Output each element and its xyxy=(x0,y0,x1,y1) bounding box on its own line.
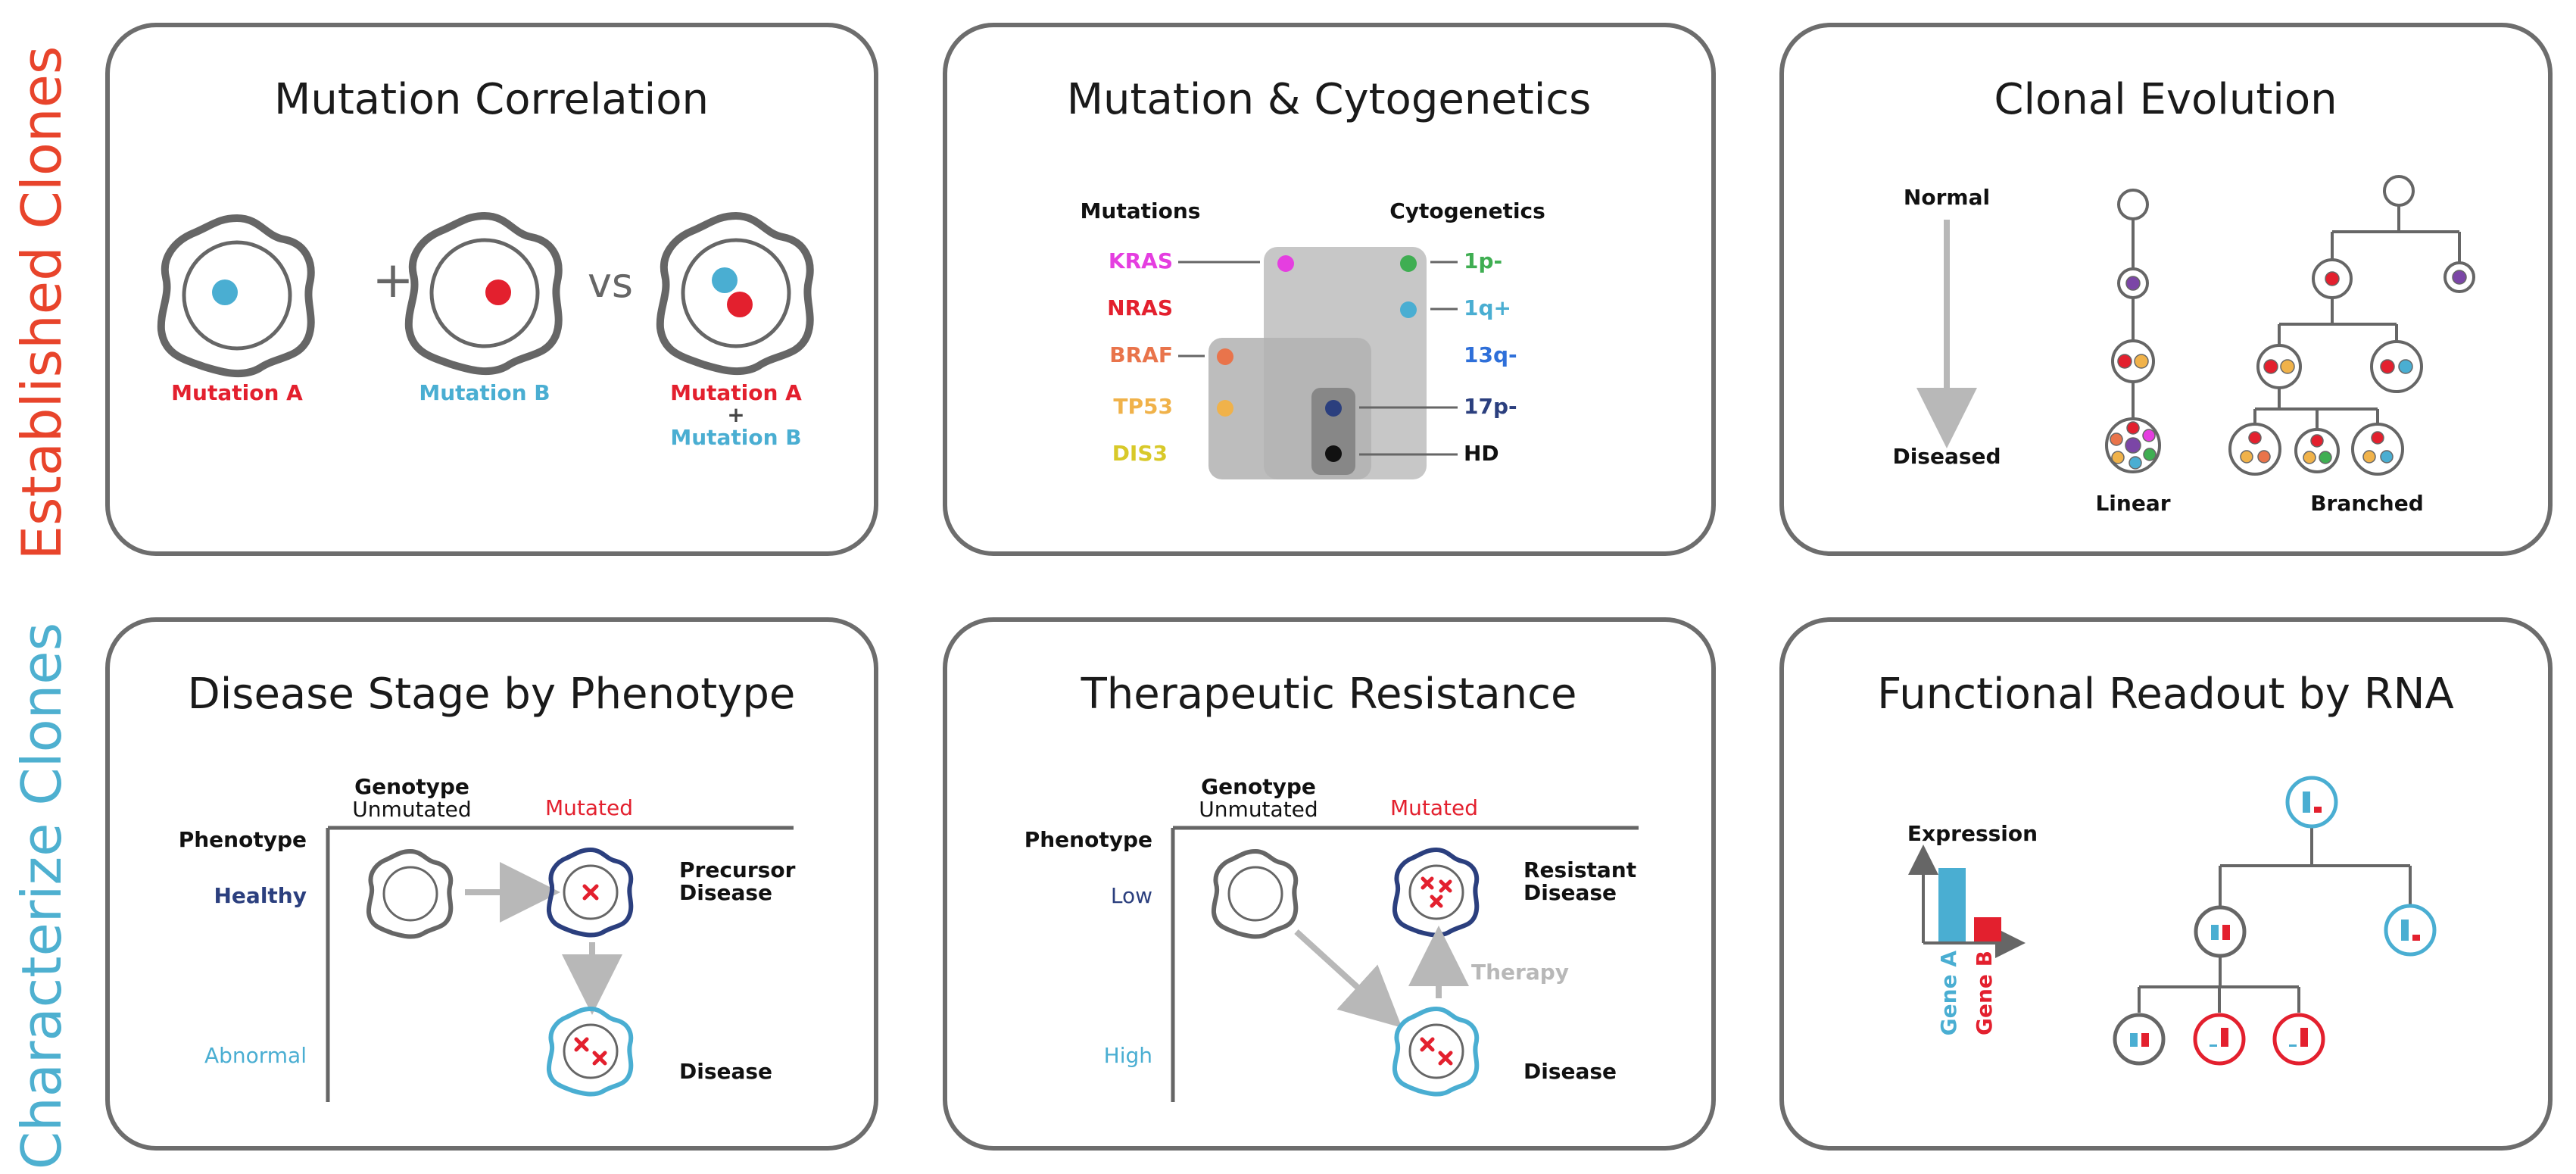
phenotype-label: Phenotype xyxy=(1024,827,1152,852)
disease-cell xyxy=(1395,1009,1477,1094)
mutation-list: KRAS NRAS BRAF TP53 DIS3 xyxy=(1107,248,1173,466)
panel-title: Disease Stage by Phenotype xyxy=(188,670,796,719)
genotype-label: Genotype xyxy=(354,774,469,799)
cell-mutation-a xyxy=(161,218,311,373)
dot-17p xyxy=(1325,400,1342,417)
bar-gene-a xyxy=(1938,868,1966,941)
branched-tree xyxy=(2228,175,2475,476)
low-unmutated-cell xyxy=(1214,851,1296,937)
mutation-ab-label-a: Mutation A xyxy=(670,380,802,405)
normal-label: Normal xyxy=(1904,185,1990,210)
expression-label: Expression xyxy=(1907,821,2038,846)
group-17p-hd xyxy=(1311,388,1355,475)
cytogenetic-1p: 1p- xyxy=(1464,248,1502,273)
mutation-ab-label-b: Mutation B xyxy=(670,425,801,450)
axes xyxy=(1171,826,1639,1102)
dot-hd xyxy=(1325,445,1342,462)
abnormal-label: Abnormal xyxy=(204,1043,307,1068)
mutation-dis3: DIS3 xyxy=(1112,441,1168,466)
therapy-label: Therapy xyxy=(1471,960,1569,985)
low-label: Low xyxy=(1111,883,1152,908)
mutation-nras: NRAS xyxy=(1107,295,1173,320)
mutated-label: Mutated xyxy=(1390,795,1478,820)
rna-nodes xyxy=(2113,776,2437,1066)
dot-braf xyxy=(1217,348,1233,365)
panel-mutation-correlation xyxy=(105,23,878,556)
panel-title: Mutation Correlation xyxy=(274,75,709,124)
gene-b-label: Gene B xyxy=(1972,951,1997,1035)
diseased-label: Diseased xyxy=(1892,444,2001,469)
unmutated-label: Unmutated xyxy=(1199,797,1318,822)
panel-functional-readout xyxy=(1779,617,2553,1151)
disease-cell xyxy=(549,1009,631,1094)
mutated-label: Mutated xyxy=(545,795,633,820)
mutation-dots xyxy=(1217,255,1417,462)
precursor-label-2: Disease xyxy=(679,880,772,905)
panel-title: Therapeutic Resistance xyxy=(1081,670,1577,719)
mutation-ab-plus: + xyxy=(727,402,744,427)
cytogenetic-13q: 13q- xyxy=(1464,342,1517,367)
panel-title: Clonal Evolution xyxy=(1994,75,2337,124)
linear-label: Linear xyxy=(2095,491,2170,516)
cytogenetic-1q: 1q+ xyxy=(1464,295,1511,320)
panel-mutation-cytogenetics xyxy=(943,23,1716,556)
dot-1p xyxy=(1400,255,1417,272)
mutation-arrow xyxy=(1294,929,1402,1028)
bar-gene-b xyxy=(1974,917,2001,941)
mutation-b-label: Mutation B xyxy=(419,380,550,405)
mutation-tp53: TP53 xyxy=(1113,394,1173,419)
plus-sign: + xyxy=(372,251,413,309)
resistant-cell xyxy=(1395,850,1477,935)
dot-kras xyxy=(1277,255,1294,272)
mutations-header: Mutations xyxy=(1081,198,1201,223)
rna-node-bars xyxy=(2130,792,2420,1047)
panel-therapeutic-resistance xyxy=(943,617,1716,1151)
genotype-label: Genotype xyxy=(1201,774,1316,799)
mutation-braf: BRAF xyxy=(1109,342,1173,367)
gene-a-label: Gene A xyxy=(1936,951,1961,1036)
phenotype-label: Phenotype xyxy=(179,827,307,852)
precursor-cell xyxy=(549,850,631,935)
cell-mutation-ab xyxy=(660,216,810,371)
unmutated-label: Unmutated xyxy=(352,797,471,822)
axes xyxy=(326,826,794,1102)
dot-tp53 xyxy=(1217,400,1233,417)
healthy-unmutated-cell xyxy=(369,851,451,937)
mutation-a-label: Mutation A xyxy=(171,380,303,405)
high-label: High xyxy=(1104,1043,1152,1068)
panel-title: Mutation & Cytogenetics xyxy=(1067,75,1592,124)
row-label-established: Established Clones xyxy=(10,46,73,560)
resistant-label-1: Resistant xyxy=(1523,857,1636,882)
row-label-characterize: Characterize Clones xyxy=(10,623,73,1169)
branched-label: Branched xyxy=(2310,491,2424,516)
disease-label: Disease xyxy=(679,1059,772,1084)
panel-title: Functional Readout by RNA xyxy=(1877,670,2454,719)
disease-label: Disease xyxy=(1523,1059,1617,1084)
vs-label: vs xyxy=(588,259,633,307)
dot-1q xyxy=(1400,301,1417,318)
cytogenetic-hd: HD xyxy=(1464,441,1499,466)
cytogenetic-17p: 17p- xyxy=(1464,394,1517,419)
healthy-label: Healthy xyxy=(214,883,307,908)
cytogenetics-list: 1p- 1q+ 13q- 17p- HD xyxy=(1464,248,1517,466)
rna-tree xyxy=(2138,828,2412,1013)
panel-clonal-evolution xyxy=(1779,23,2553,556)
expression-chart xyxy=(1908,845,2026,958)
mutation-kras: KRAS xyxy=(1109,248,1173,273)
precursor-label-1: Precursor xyxy=(679,857,796,882)
panel-disease-stage xyxy=(105,617,878,1151)
resistant-label-2: Disease xyxy=(1523,880,1617,905)
cytogenetics-header: Cytogenetics xyxy=(1389,198,1545,223)
cell-mutation-b xyxy=(409,216,559,371)
